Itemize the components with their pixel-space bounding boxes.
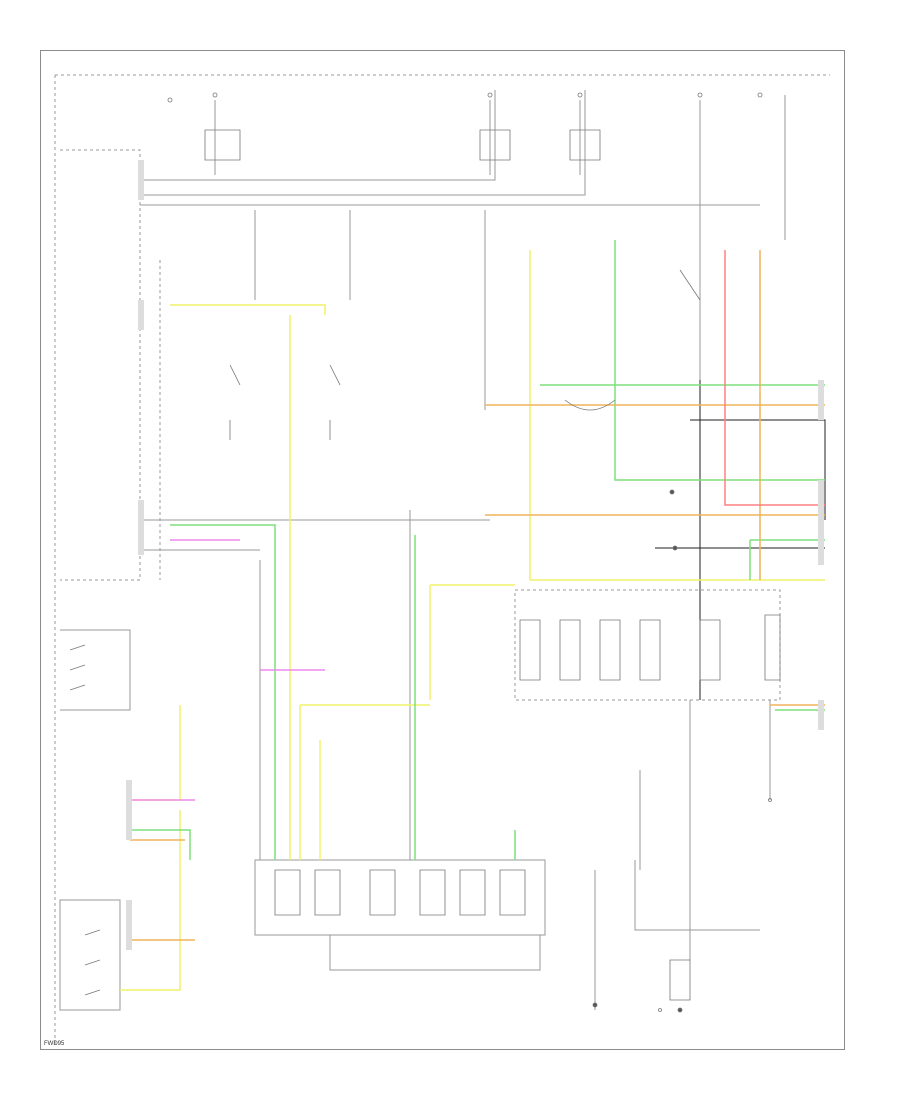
connector-blocks <box>126 160 824 950</box>
pink-wires <box>130 539 325 801</box>
orange-wires <box>130 250 825 941</box>
gray-wires <box>54 74 830 1045</box>
red-wires <box>724 250 825 506</box>
diagram-frame <box>40 50 845 1050</box>
green-wires <box>130 240 825 860</box>
diagram-code: FWD95 <box>44 1041 65 1047</box>
components <box>69 92 781 1013</box>
